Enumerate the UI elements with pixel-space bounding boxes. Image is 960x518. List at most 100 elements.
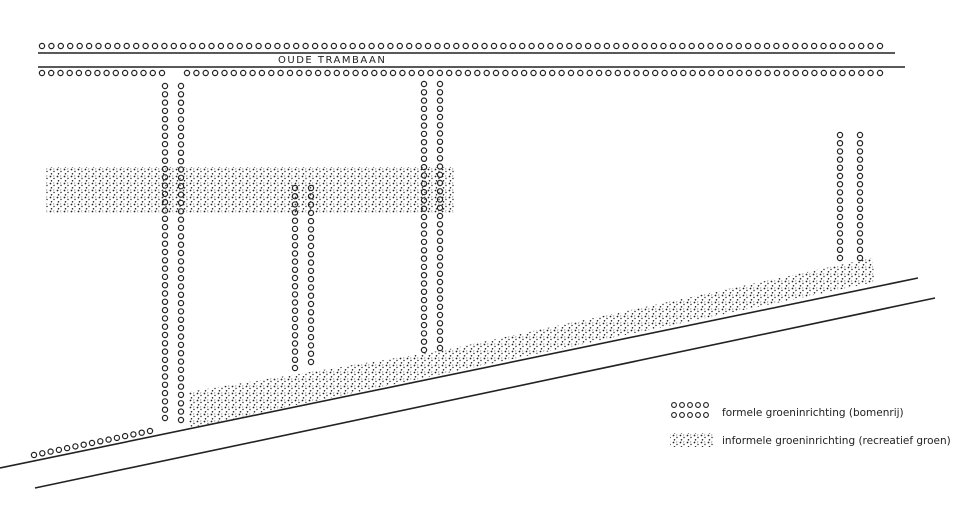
tree-row-lane-4b — [856, 131, 864, 139]
tree-row-trambaan-north — [679, 42, 686, 50]
tree-row-trambaan-south-east — [586, 69, 593, 77]
tree-row-trambaan-south-east — [745, 69, 753, 77]
legend-tree-row-symbol — [671, 402, 709, 418]
tree-row-trambaan-north — [255, 42, 262, 50]
tree-row-lane-1a — [161, 290, 169, 297]
tree-row-lane-3a — [420, 330, 428, 337]
tree-row-trambaan-north — [519, 42, 526, 50]
tree-row-lane-3b — [436, 270, 444, 277]
tree-row-lane-2b — [307, 309, 315, 316]
tree-row-lane-3b — [436, 138, 444, 145]
tree-row-trambaan-north — [594, 42, 601, 50]
tree-row-trambaan-north — [283, 42, 290, 50]
tree-row-lane-3b — [436, 278, 444, 286]
tree-row-diagonal — [80, 441, 87, 448]
tree-row-lane-3b — [436, 303, 444, 310]
tree-row-diagonal — [121, 432, 129, 440]
tree-row-lane-3a — [420, 272, 428, 279]
tree-row-trambaan-south-east — [305, 69, 312, 77]
tree-row-trambaan-south-east — [633, 69, 640, 77]
tree-row-lane-1b — [177, 375, 185, 382]
tree-row-lane-2b — [307, 292, 315, 299]
diagonal-road-line-bottom — [34, 297, 936, 489]
tree-row-lane-4b — [856, 148, 864, 155]
tree-row-lane-1b — [177, 308, 185, 315]
tree-row-lane-1b — [177, 266, 185, 273]
tree-row-trambaan-south-east — [296, 69, 303, 77]
tree-row-lane-3a — [420, 205, 428, 212]
tree-row-trambaan-south-east — [211, 69, 219, 77]
tree-row-trambaan-south-east — [277, 69, 284, 77]
tree-row-lane-4a — [836, 164, 844, 171]
tree-row-lane-3a — [420, 97, 428, 104]
tree-row-trambaan-south-east — [530, 69, 537, 77]
tree-row-lane-1a — [161, 82, 169, 90]
tree-row-trambaan-south-east — [801, 69, 809, 77]
tree-row-lane-4a — [836, 180, 844, 188]
tree-row-trambaan-north — [264, 42, 272, 50]
tree-row-lane-3b — [436, 204, 444, 211]
tree-row-lane-1a — [161, 182, 169, 189]
tree-row-trambaan-south-east — [830, 69, 837, 77]
tree-row-trambaan-north — [622, 42, 630, 50]
tree-row-trambaan-south-east — [483, 69, 490, 77]
tree-row-lane-1a — [161, 389, 169, 397]
tree-row-trambaan-south-east — [183, 69, 191, 77]
tree-row-trambaan-south-east — [605, 69, 612, 77]
tree-row-lane-1b — [177, 199, 185, 207]
tree-row-lane-1a — [161, 273, 169, 281]
tree-row-trambaan-south-east — [689, 69, 696, 77]
tree-row-lane-3a — [420, 105, 428, 113]
tree-row-trambaan-south-west — [158, 69, 166, 77]
legend-formal-label: formele groeninrichting (bomenrij) — [722, 407, 904, 419]
tree-row-lane-1a — [161, 406, 169, 413]
tree-row-trambaan-south-east — [820, 69, 828, 77]
tree-row-trambaan-south-east — [455, 69, 462, 77]
tree-row-lane-1b — [177, 157, 185, 165]
tree-row-lane-2b — [307, 201, 315, 208]
tree-row-lane-1a — [161, 115, 169, 123]
tree-row-trambaan-south-east — [258, 69, 266, 77]
tree-row-diagonal — [47, 448, 54, 455]
tree-row-lane-1b — [177, 149, 185, 156]
tree-row-lane-1a — [161, 215, 169, 222]
tree-row-lane-2a — [291, 266, 299, 273]
tree-row-lane-2a — [291, 209, 299, 216]
tree-row-trambaan-south-east — [427, 69, 434, 77]
tree-row-lane-3b — [436, 295, 444, 302]
tree-row-lane-4a — [836, 189, 844, 196]
tree-row-lane-1a — [161, 257, 169, 264]
tree-row-trambaan-north — [839, 42, 846, 50]
tree-row-trambaan-south-west — [57, 69, 64, 77]
tree-row-lane-3b — [436, 254, 444, 261]
tree-row-trambaan-north — [368, 42, 375, 50]
tree-row-trambaan-south-west — [38, 69, 46, 77]
tree-row-lane-1a — [161, 365, 169, 372]
tree-row-diagonal — [39, 450, 46, 457]
informal-green-band-diagonal — [188, 258, 875, 428]
tree-row-lane-3b — [436, 179, 444, 187]
tree-row-lane-2a — [291, 356, 299, 363]
tree-row-diagonal — [138, 429, 145, 436]
tree-row-trambaan-north — [66, 42, 74, 50]
tree-row-trambaan-south-east — [249, 69, 256, 77]
tree-row-lane-3a — [420, 180, 428, 187]
tree-row-diagonal — [105, 436, 112, 443]
tree-row-lane-1a — [161, 124, 169, 131]
tree-row-trambaan-north — [632, 42, 639, 50]
tree-row-trambaan-north — [500, 42, 507, 50]
tree-row-trambaan-south-west — [131, 69, 138, 77]
tree-row-lane-4b — [856, 156, 864, 163]
tree-row-lane-3a — [420, 188, 428, 196]
tree-row-trambaan-north — [434, 42, 441, 50]
tree-row-trambaan-south-east — [783, 69, 790, 77]
tree-row-trambaan-north — [792, 42, 799, 50]
tree-row-trambaan-south-east — [773, 69, 781, 77]
tree-row-lane-1b — [177, 249, 185, 257]
tree-row-lane-4a — [836, 254, 844, 262]
tree-row-diagonal — [63, 444, 71, 452]
tree-row-trambaan-south-east — [520, 69, 528, 77]
tree-row-trambaan-south-east — [221, 69, 228, 77]
tree-row-lane-1b — [177, 408, 185, 415]
